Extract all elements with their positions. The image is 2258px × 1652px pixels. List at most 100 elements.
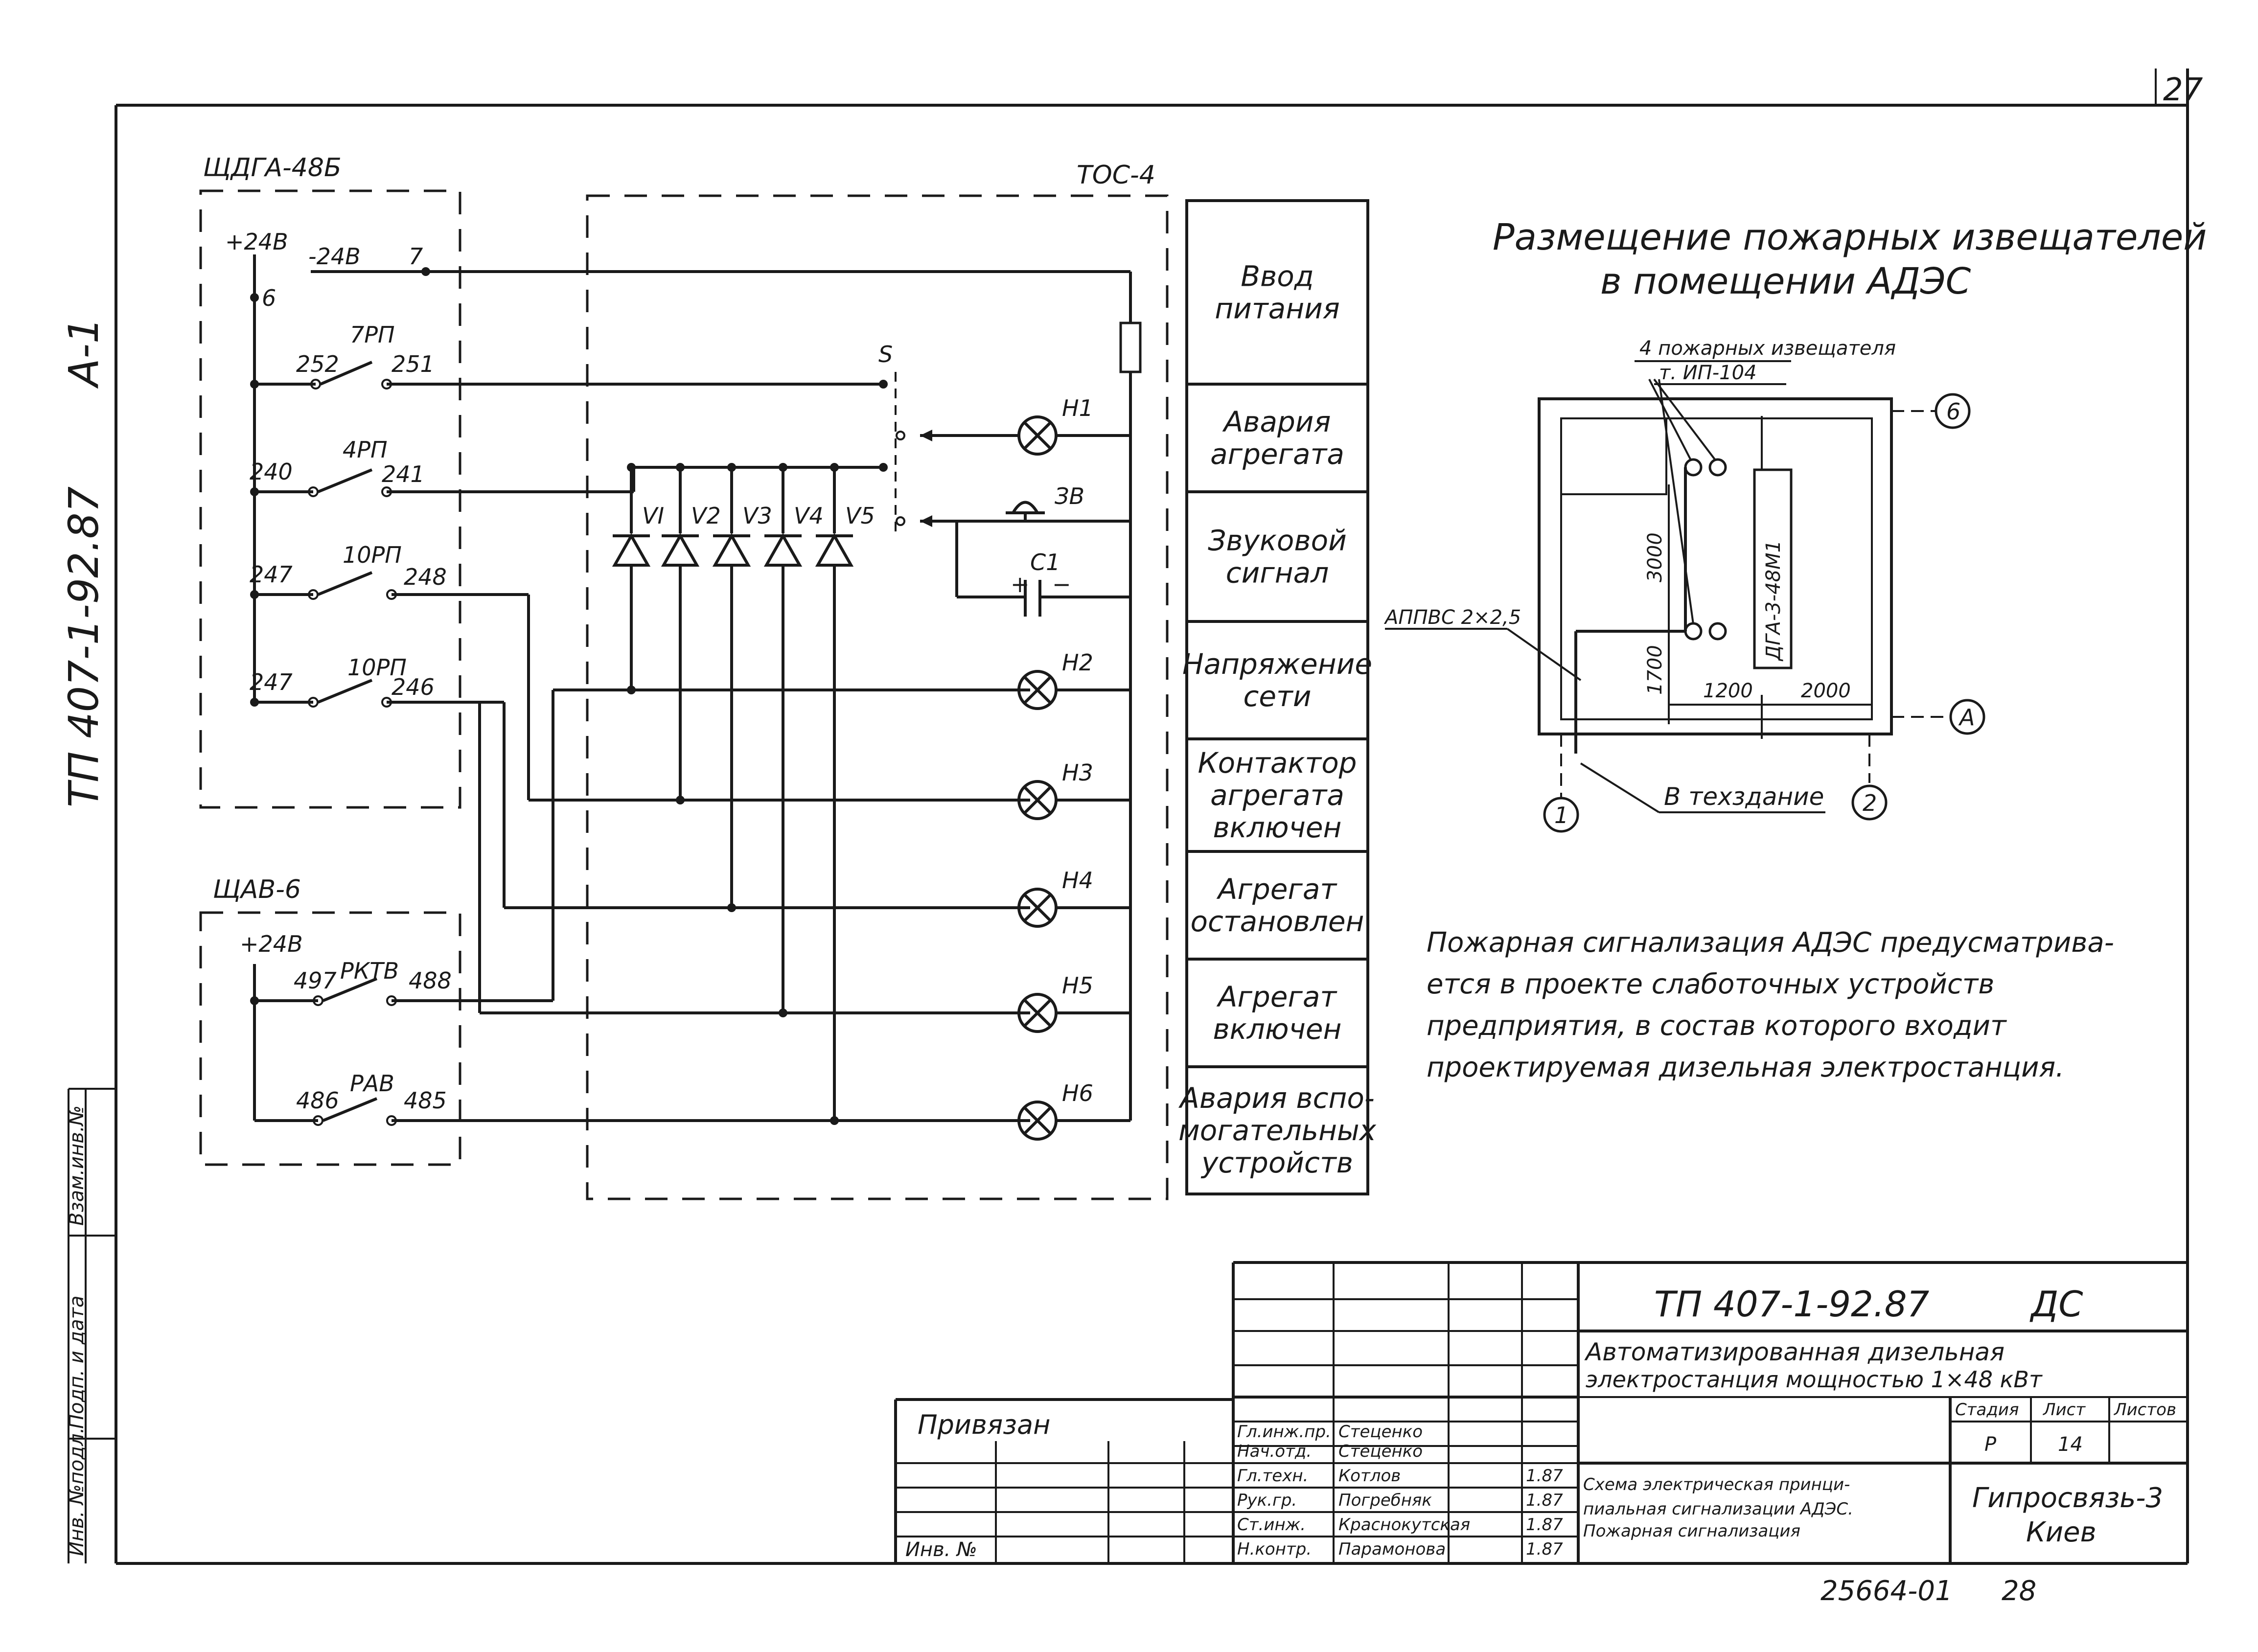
shav-plus24: +24В (240, 931, 303, 957)
tb-sheet: 14 (2058, 1433, 2083, 1456)
legend-text: агрегата (1210, 437, 1344, 471)
stamp-label-2: Подп. и дата (66, 1296, 88, 1429)
legend-text: включен (1213, 811, 1342, 844)
panel-shga-label: ЩДГА-48Б (203, 153, 342, 183)
diode-label: VI (642, 503, 664, 529)
left-stamp: Инв. №подл. Подп. и дата Взам.инв.№ (66, 1088, 116, 1563)
note-block: Пожарная сигнализация АДЭС предусматрива… (1427, 927, 2114, 1083)
legend-text: устройств (1200, 1146, 1353, 1179)
tb-org-2: Киев (2026, 1516, 2097, 1548)
note-line-4: проектируемая дизельная электростанция. (1427, 1052, 2064, 1083)
diode-connections (478, 590, 1030, 1125)
role-label: Гл.техн. (1237, 1466, 1308, 1486)
diode-label: V5 (845, 503, 875, 529)
person-name: Котлов (1338, 1466, 1401, 1486)
shga-t7: 7 (409, 243, 423, 270)
shga-c247b: 247 (250, 669, 293, 695)
shav-c497: 497 (294, 967, 337, 994)
legend-text: питания (1215, 292, 1339, 325)
legend-text: Ввод (1241, 260, 1314, 293)
legend-text: могательных (1178, 1114, 1377, 1147)
tb-drawing-1: Схема электрическая принци- (1583, 1475, 1850, 1494)
diode-icon (815, 532, 854, 567)
lamp-label: Н1 (1062, 395, 1093, 421)
axis-2: 2 (1863, 790, 1877, 816)
axis-1: 1 (1554, 802, 1568, 828)
tb-sheet-hdr: Лист (2042, 1400, 2086, 1420)
tb-org-1: Гипросвязь-3 (1972, 1482, 2163, 1514)
unit-label: ДГА-3-48М1 (1762, 540, 1785, 662)
placement-title-1: Размещение пожарных извещателей (1493, 216, 2207, 258)
shga-c241: 241 (382, 461, 425, 487)
lamp-label: Н5 (1062, 972, 1093, 999)
detector-icon (1684, 622, 1703, 641)
diode-group: VI V2 V3 V4 V5 (612, 463, 875, 590)
diode-label: V2 (691, 503, 721, 529)
tb-bottom-num: 28 (2002, 1575, 2036, 1607)
tb-drawing-2: пиальная сигнализации АДЭС. (1583, 1499, 1853, 1519)
shga-rp4: 4РП (343, 436, 388, 463)
diode-icon (712, 532, 751, 567)
diode-label: V3 (742, 503, 772, 529)
tb-stage: Р (1984, 1433, 1997, 1456)
sign-date: 1.87 (1526, 1515, 1563, 1535)
tos-zv: ЗВ (1055, 483, 1084, 509)
stamp-label-1: Инв. №подл. (66, 1427, 88, 1556)
legend-text: Напряжение (1182, 647, 1372, 681)
sign-date: 1.87 (1526, 1491, 1563, 1510)
tos-c1: С1 (1030, 549, 1060, 575)
placement-plan: Размещение пожарных извещателей в помеще… (1383, 216, 2207, 833)
legend-text: остановлен (1191, 905, 1364, 938)
detector-note-2: т. ИП-104 (1659, 362, 1757, 384)
cable-label: АППВС 2×2,5 (1383, 606, 1521, 629)
shav-c488: 488 (409, 967, 452, 994)
shga-c246: 246 (392, 674, 435, 700)
role-label: Н.контр. (1237, 1539, 1312, 1559)
detector-icon (1684, 458, 1703, 477)
dim-1200: 1200 (1703, 680, 1753, 702)
tb-doc-code: ТП 407-1-92.87 (1654, 1284, 1930, 1325)
legend-text: сети (1243, 680, 1311, 713)
role-label: Рук.гр. (1237, 1491, 1297, 1510)
legend-text: включен (1213, 1012, 1342, 1046)
panel-tos-label: ТОС-4 (1077, 161, 1155, 190)
diode-icon (661, 532, 700, 567)
legend-text: Агрегат (1216, 872, 1338, 906)
person-name: Стеценко (1338, 1422, 1423, 1442)
note-line-2: ется в проекте слаботочных устройств (1427, 968, 1994, 1000)
lamp-label: Н6 (1062, 1080, 1093, 1106)
sign-date: 1.87 (1526, 1539, 1563, 1559)
side-doc: ТП 407-1-92.87 (60, 486, 108, 807)
legend-text: Контактор (1198, 746, 1357, 780)
tb-inv-no: Инв. № (905, 1538, 977, 1561)
page-number: 27 (2163, 72, 2203, 108)
shga-c247: 247 (250, 561, 293, 588)
dim-1700: 1700 (1644, 645, 1666, 695)
shga-c251: 251 (392, 351, 435, 377)
tb-doc-type: ДС (2029, 1284, 2083, 1325)
note-line-3: предприятия, в состав которого входит (1427, 1010, 2007, 1042)
title-block: ТП 407-1-92.87 ДС Автоматизированная диз… (894, 1261, 2188, 1607)
tos-c1-minus: − (1052, 571, 1071, 597)
shga-minus24: -24В (308, 243, 361, 270)
shga-t6: 6 (262, 285, 276, 311)
shga-c240: 240 (250, 459, 293, 485)
tb-project-2: электростанция мощностью 1×48 кВт (1586, 1366, 2043, 1393)
tb-drawing-3: Пожарная сигнализация (1583, 1521, 1800, 1541)
legend-text: Агрегат (1216, 980, 1338, 1013)
legend-text: Авария вспо- (1178, 1081, 1375, 1115)
legend-column: ВводпитанияАварияагрегатаЗвуковойсигналН… (1178, 199, 1377, 1195)
dim-3000: 3000 (1644, 532, 1666, 582)
stamp-label-3: Взам.инв.№ (66, 1105, 88, 1226)
diode-label: V4 (794, 503, 824, 529)
tos-c1-plus: + (1011, 571, 1030, 597)
panel-shav-label: ЩАВ-6 (213, 875, 301, 904)
diode-icon (612, 532, 651, 567)
diode-icon (763, 532, 803, 567)
title-block-roles: Гл.инж.пр.СтеценкоНач.отд.СтеценкоГл.тех… (1237, 1422, 1563, 1559)
person-name: Краснокутская (1338, 1515, 1470, 1535)
lamp-label: Н3 (1062, 759, 1093, 786)
legend-text: Авария (1222, 405, 1331, 438)
dim-2000: 2000 (1801, 680, 1851, 702)
